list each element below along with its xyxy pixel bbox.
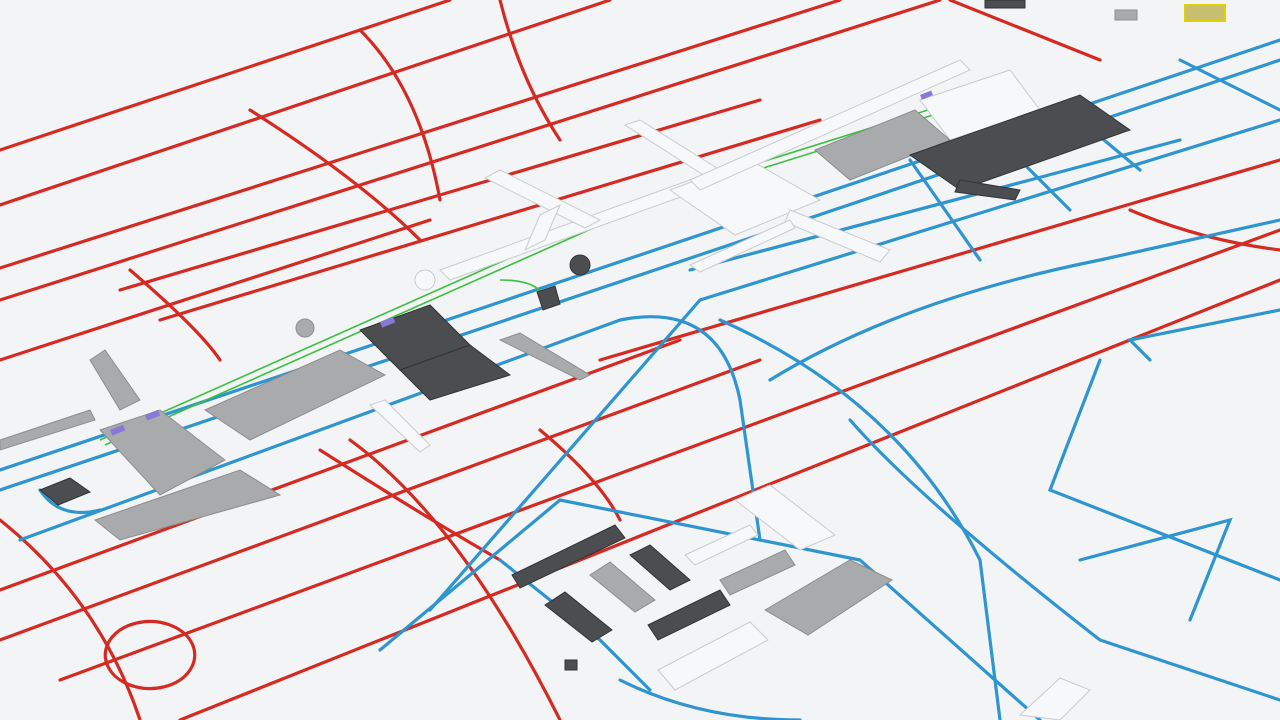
road-line [428, 118, 1280, 612]
taxiway-line [0, 218, 432, 362]
taxiway-line [0, 518, 142, 720]
road-line [378, 498, 1042, 720]
terminal-east-gray [814, 109, 951, 181]
taxiway-line [0, 358, 762, 642]
small-building [564, 659, 578, 671]
east-pier-dark [954, 179, 1021, 201]
road-line [38, 488, 102, 515]
warehouse-dark [629, 544, 691, 591]
warehouse-dark [647, 589, 731, 641]
road-line [908, 158, 982, 262]
taxiway-line [158, 118, 822, 322]
taxiway-line [358, 28, 442, 202]
terminal-concourse-east [689, 59, 971, 191]
road-line [1078, 517, 1233, 622]
warehouse-white [734, 484, 836, 551]
warehouse-white [684, 524, 759, 566]
taxiway-line [348, 438, 562, 720]
terminal-pier-south [688, 219, 796, 273]
warehouse-gray [764, 559, 894, 636]
west-pier [0, 409, 96, 451]
terminal-buildings [0, 59, 1132, 541]
small-building [984, 0, 1026, 9]
taxiway-line [178, 278, 1280, 720]
road-line [768, 218, 1280, 382]
station-marker [110, 424, 126, 436]
road-line [1047, 358, 1280, 582]
warehouse-dark [511, 524, 626, 589]
taxiway-line [248, 108, 422, 242]
warehouse-gray [719, 549, 796, 596]
taxiway-line [103, 619, 197, 691]
pier-south-white [369, 399, 431, 453]
round-satellite [295, 318, 315, 338]
terminal-pier [623, 119, 722, 177]
terminal-pier-south [784, 209, 891, 263]
road-line [498, 558, 652, 692]
station-marker [380, 316, 396, 328]
warehouse-white [657, 621, 769, 691]
road-line [18, 315, 762, 542]
round-satellite [414, 269, 436, 291]
road-line [688, 138, 1182, 272]
taxiway-line [498, 0, 562, 142]
road-line [1126, 308, 1280, 362]
warehouse-gray [589, 561, 656, 613]
highlighted-building [1184, 4, 1226, 22]
station-marker [144, 409, 161, 421]
round-building [569, 254, 591, 276]
station-marker [920, 90, 933, 100]
station-building [536, 285, 561, 311]
warehouse-dark [544, 591, 613, 643]
concourse-gray [203, 349, 387, 441]
road-line [1178, 58, 1280, 112]
taxiway-line [598, 158, 1280, 362]
warehouse-white [1018, 677, 1091, 720]
taxiway-line [1128, 208, 1280, 252]
taxiway-line [128, 268, 222, 362]
taxiway-line [0, 338, 682, 592]
small-building [1114, 9, 1138, 21]
taxiway-line [0, 0, 942, 302]
west-dark-block [39, 477, 92, 506]
taxiway-line [58, 228, 1280, 682]
west-pier [93, 469, 282, 541]
landside-buildings [511, 0, 1226, 720]
pier-gray [498, 332, 592, 381]
west-terminal [99, 409, 226, 496]
west-pier [89, 349, 141, 411]
east-concourse-dark [908, 94, 1132, 191]
taxiway-line [0, 0, 842, 270]
road-line [618, 678, 802, 720]
taxiway-line [0, 0, 452, 152]
taxiway-line [948, 0, 1102, 62]
terminal-pier [524, 203, 561, 252]
road-line [848, 418, 1280, 702]
central-terminal-dark [399, 344, 512, 401]
